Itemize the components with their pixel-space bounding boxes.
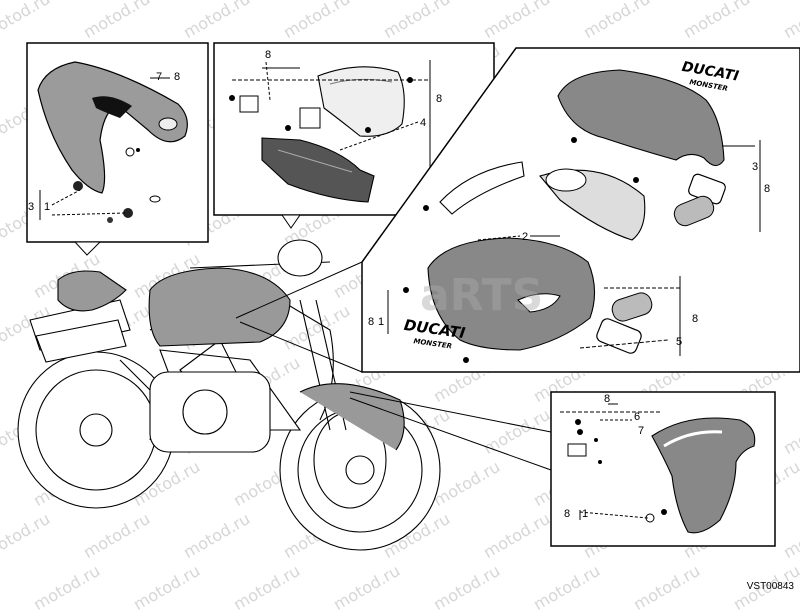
- bike-seat-cowl: [57, 270, 127, 312]
- callout-8: 8: [368, 316, 374, 328]
- front-fender-panel: 8 6 7 8 1: [550, 391, 776, 547]
- bike-fuel-tank: [148, 267, 291, 347]
- side-bracket: [439, 161, 525, 215]
- callout-8: 8: [692, 313, 698, 325]
- seat-cover-panel: 7 8 3 1: [26, 42, 209, 256]
- callout-8: 8: [174, 71, 180, 83]
- callout-8b: 3: [28, 201, 34, 213]
- callout-7: 7: [156, 71, 162, 83]
- callout-3: 3: [752, 161, 758, 173]
- callout-1: 1: [582, 508, 588, 520]
- callout-8: 8: [265, 49, 271, 61]
- tank-cover-panel: DUCATI MONSTER DUCATI MONSTER: [361, 47, 800, 373]
- callout-5: 5: [676, 336, 682, 348]
- callout-1: 1: [378, 316, 384, 328]
- callout-2: 2: [522, 231, 528, 243]
- callout-7: 7: [638, 425, 644, 437]
- diagram-code: VST00843: [746, 581, 794, 592]
- callout-8: 8: [764, 183, 770, 195]
- callout-8: 8: [436, 93, 442, 105]
- callout-8: 8: [604, 393, 610, 405]
- diagram-svg: 7 8 3 1 8 8: [17, 42, 800, 551]
- callout-6: 6: [634, 411, 640, 423]
- front-fender: [651, 417, 756, 534]
- headlight-cowl-cover: [317, 66, 405, 137]
- callout-1: 1: [44, 201, 50, 213]
- seat-cowl: [37, 61, 188, 194]
- upper-tank-cover: [557, 69, 725, 167]
- callout-4: 4: [420, 117, 426, 129]
- lower-tank-cover: [427, 237, 596, 351]
- callout-8: 8: [564, 508, 570, 520]
